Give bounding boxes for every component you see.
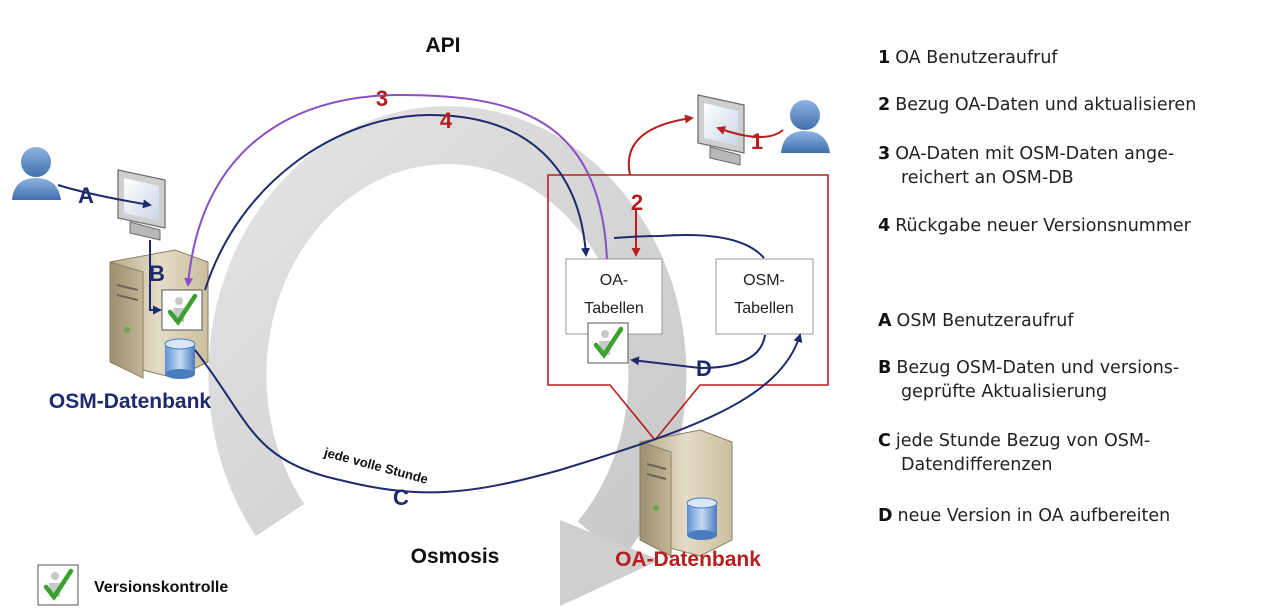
- flow-2-arrow-up: [627, 114, 694, 176]
- step-4-label: 4: [440, 108, 453, 133]
- oa-tables-line1: OA-: [600, 272, 628, 289]
- tables-link: [613, 233, 765, 259]
- oa-monitor-icon: [697, 94, 745, 166]
- flow-b-arrow: [149, 240, 162, 315]
- osm-version-check-icon: [161, 289, 203, 331]
- oa-server-icon: [639, 429, 733, 557]
- osm-oa-sync-diagram: API Osmosis OA- Tabellen OSM- Tabellen: [12, 34, 830, 606]
- step-b-label: B: [149, 261, 165, 286]
- legend-text-3b: reichert an OSM-DB: [901, 168, 1074, 188]
- cycle-arrowhead: [560, 520, 660, 606]
- step-1-label: 1: [751, 129, 763, 154]
- legend-key-b: B: [878, 358, 892, 378]
- legend-text-ca: jede Stunde Bezug von OSM-: [895, 431, 1151, 451]
- step-d-label: D: [696, 356, 712, 381]
- legend-text-2: Bezug OA-Daten und aktualisieren: [895, 95, 1197, 115]
- legend-key-1: 1: [878, 48, 891, 68]
- legend-key-4: 4: [878, 216, 891, 236]
- oa-version-check-icon: [587, 322, 629, 364]
- oa-tables-box: [565, 258, 663, 335]
- legend-key-3: 3: [878, 144, 891, 164]
- legend-text-3a: OA-Daten mit OSM-Daten ange-: [895, 144, 1175, 164]
- oa-db-cylinder-icon: [686, 497, 718, 540]
- osm-tables-line1: OSM-: [743, 272, 785, 289]
- legend-key-2: 2: [878, 95, 891, 115]
- oa-user-icon: [781, 100, 830, 153]
- api-label: API: [425, 34, 460, 57]
- legend-text-a: OSM Benutzeraufruf: [896, 311, 1074, 331]
- legend-text-ba: Bezug OSM-Daten und versions-: [896, 358, 1180, 378]
- osm-monitor-icon: [117, 169, 166, 241]
- osm-tables-box: [715, 258, 814, 335]
- legend-key-d: D: [878, 506, 893, 526]
- legend-text-bb: geprüfte Aktualisierung: [901, 382, 1108, 402]
- cycle-ring: [208, 106, 687, 606]
- step-a-label: A: [78, 183, 94, 208]
- legend-key-c: C: [878, 431, 891, 451]
- step-c-label: C: [393, 485, 409, 510]
- osm-db-cylinder-icon: [164, 338, 196, 379]
- osm-tables-line2: Tabellen: [734, 300, 794, 317]
- flow-3-arrow: [184, 93, 608, 287]
- osm-user-icon: [12, 147, 61, 200]
- legend-key-a: A: [878, 311, 892, 331]
- step-3-label: 3: [376, 86, 388, 111]
- oa-db-label: OA-Datenbank: [615, 548, 761, 571]
- version-control-legend-icon: [37, 564, 79, 606]
- legend-text-4: Rückgabe neuer Versionsnummer: [895, 216, 1191, 236]
- oa-tables-line2: Tabellen: [584, 300, 644, 317]
- flow-1-arrow: [716, 126, 784, 139]
- version-control-label: Versionskontrolle: [94, 579, 228, 596]
- flow-c-arrow: [194, 333, 803, 494]
- legend-text-d: neue Version in OA aufbereiten: [897, 506, 1171, 526]
- flow-a-arrow: [57, 184, 152, 209]
- legend-text-cb: Datendifferenzen: [901, 455, 1053, 475]
- oa-frame: [547, 174, 829, 442]
- osm-db-label: OSM-Datenbank: [49, 390, 212, 413]
- flow-d-arrow: [630, 334, 766, 370]
- legend-text-1: OA Benutzeraufruf: [895, 48, 1058, 68]
- flow-4-arrow: [204, 113, 590, 291]
- osmosis-label: Osmosis: [411, 545, 500, 568]
- step-2-label: 2: [631, 190, 643, 215]
